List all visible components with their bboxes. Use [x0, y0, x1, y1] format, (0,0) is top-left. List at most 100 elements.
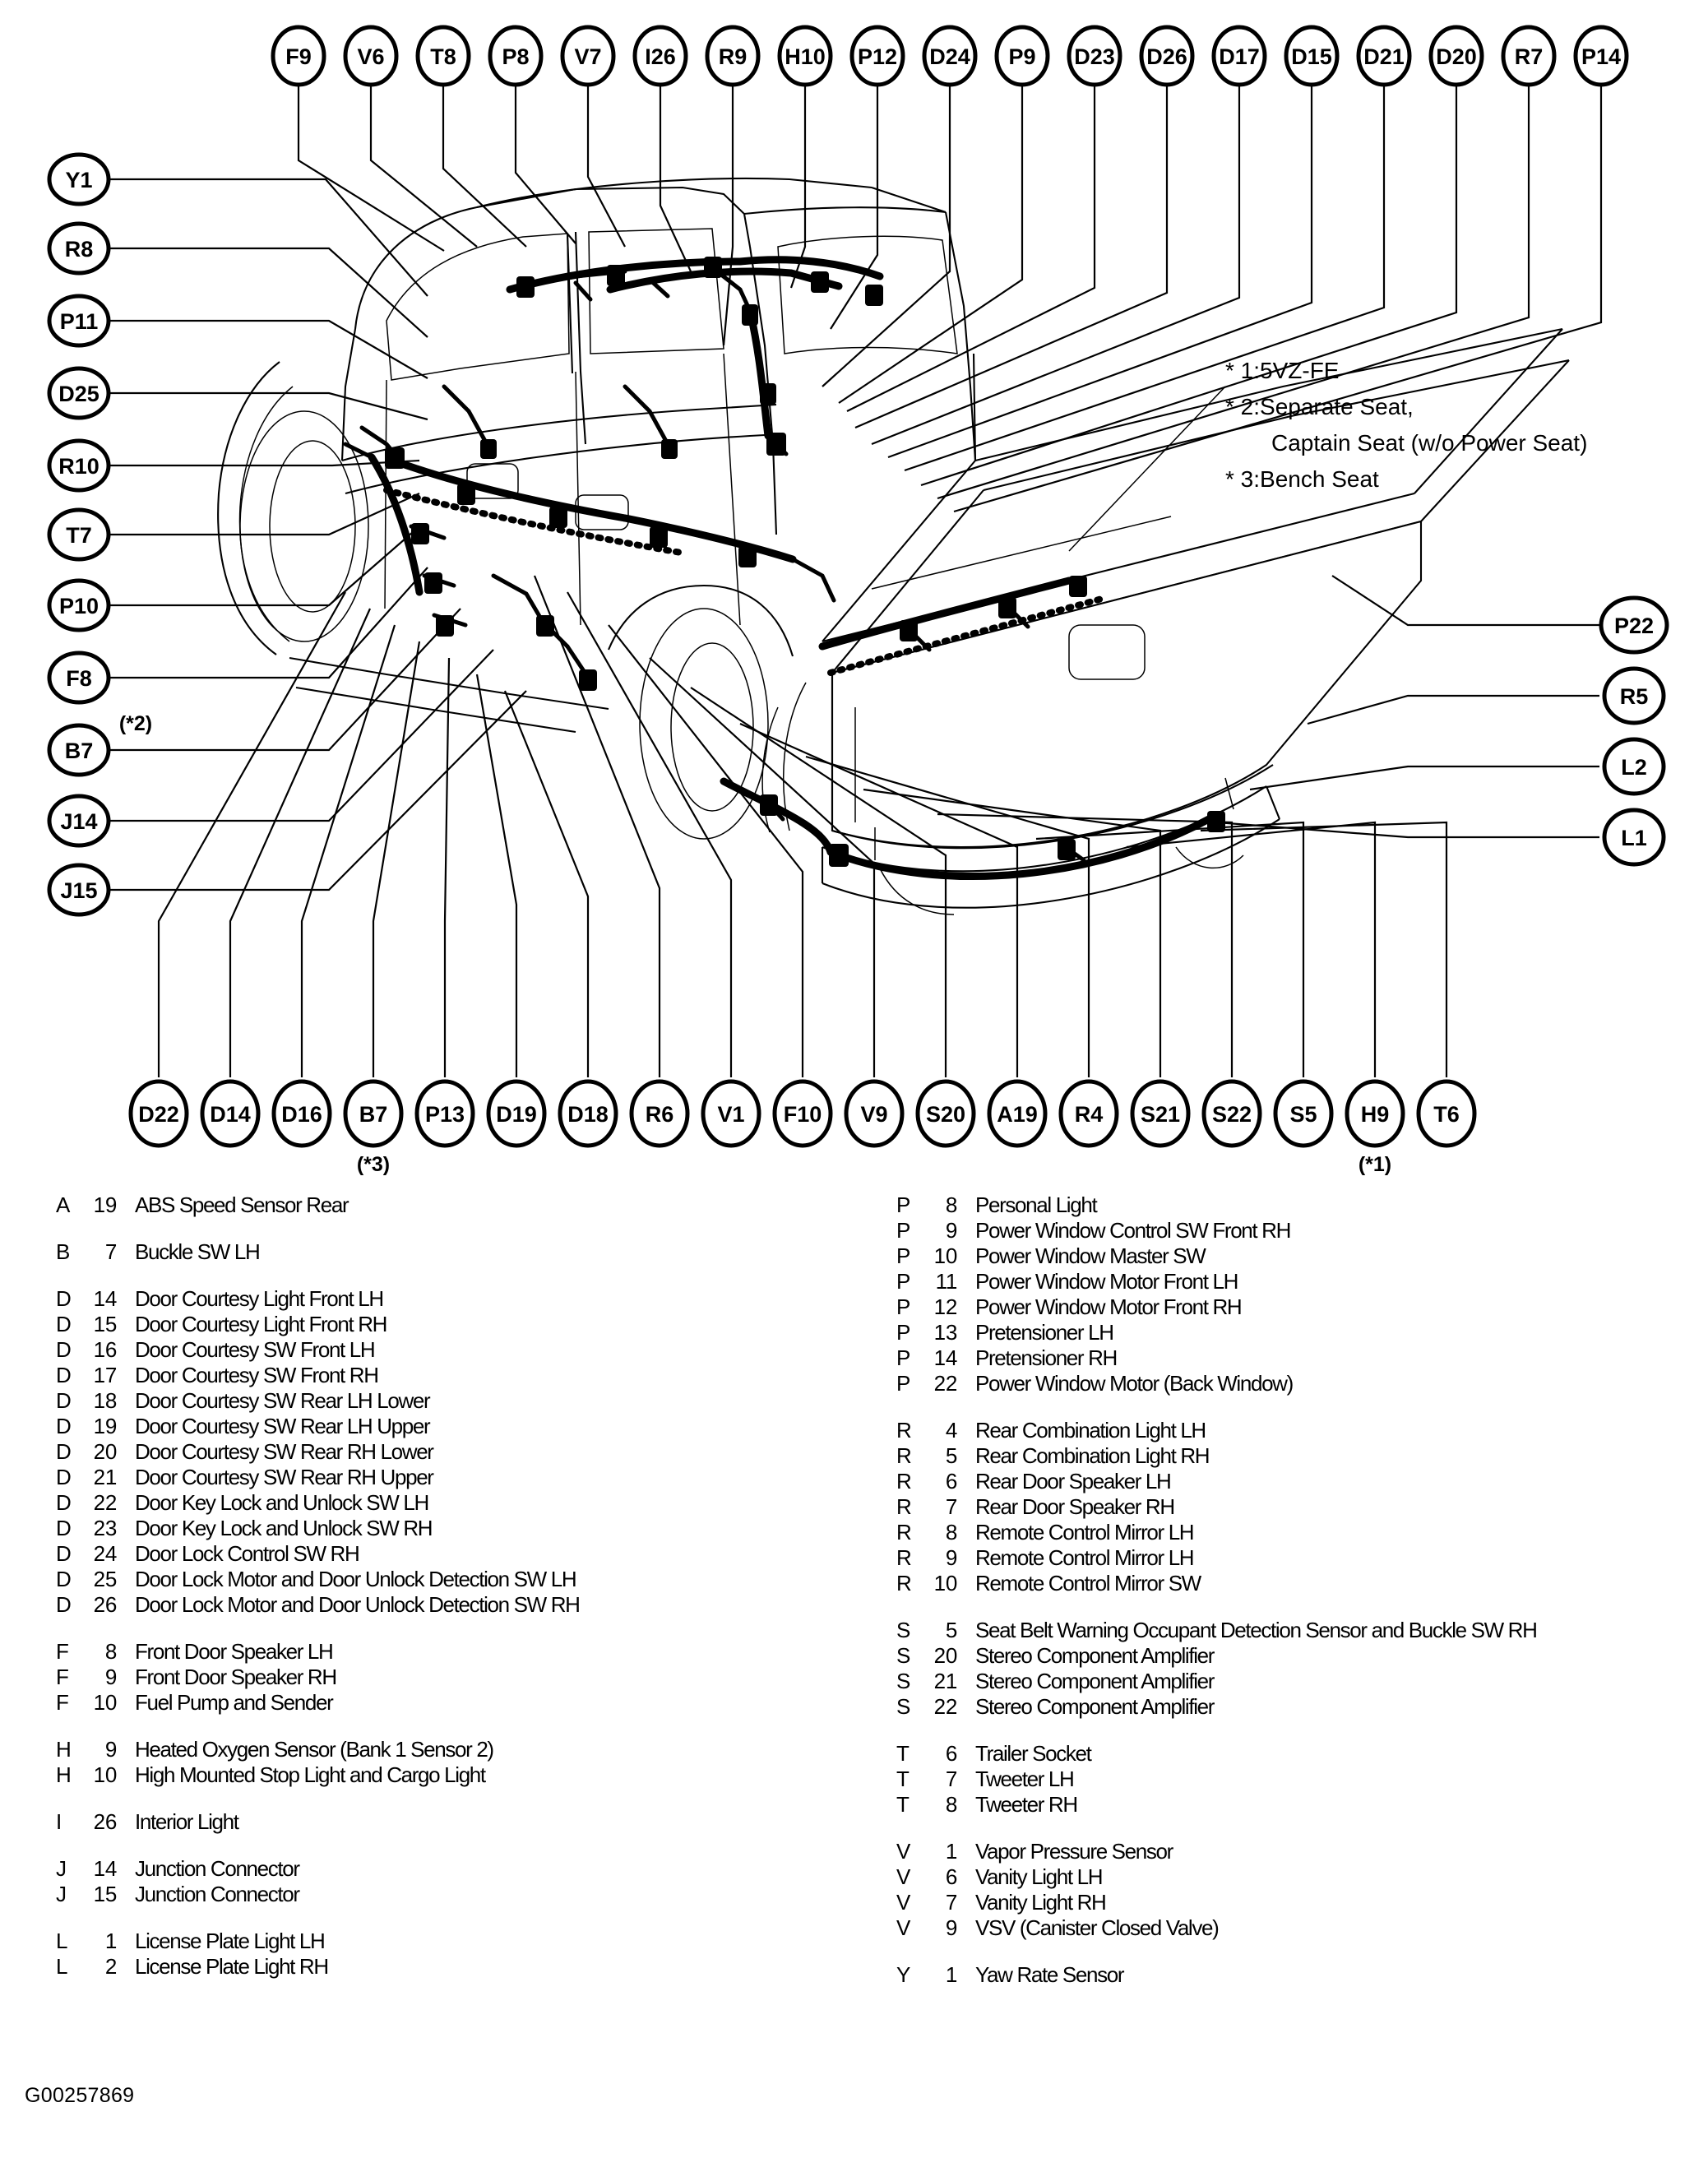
callout-bubble[interactable]: D22 [128, 1079, 189, 1148]
callout-bubble[interactable]: B7 [47, 723, 111, 777]
callout-bubble[interactable]: P11 [47, 294, 111, 348]
callout-bubble[interactable]: L2 [1602, 737, 1666, 796]
legend-description: Trailer Socket [975, 1741, 1092, 1766]
callout-bubble[interactable]: R6 [629, 1079, 690, 1148]
callout-bubble[interactable]: D15 [1284, 25, 1340, 87]
legend-item: P 12 Power Window Motor Front RH [896, 1294, 1686, 1320]
callout-id: S21 [1141, 1102, 1180, 1127]
callout-bubble[interactable]: R7 [1501, 25, 1557, 87]
callout-bubble[interactable]: H9 [1345, 1079, 1405, 1148]
legend-letter: H [56, 1737, 72, 1762]
legend-description: Buckle SW LH [135, 1239, 261, 1264]
callout-bubble[interactable]: D24 [922, 25, 978, 87]
callout-bubble[interactable]: L1 [1602, 808, 1666, 867]
legend-item: P 8 Personal Light [896, 1192, 1686, 1218]
callout-bubble[interactable]: D20 [1428, 25, 1484, 87]
callout-bubble[interactable]: R8 [47, 221, 111, 276]
legend-description: Rear Door Speaker LH [975, 1469, 1172, 1493]
legend-description: VSV (Canister Closed Valve) [975, 1915, 1220, 1940]
legend-letter: S [896, 1618, 911, 1642]
legend-group: P 8 Personal Light P 9 Power Window Cont… [896, 1192, 1686, 1396]
legend-description: Door Lock Control SW RH [135, 1541, 360, 1566]
callout-id: R6 [646, 1102, 674, 1127]
callout-bubble[interactable]: D17 [1211, 25, 1267, 87]
callout-bubble[interactable]: D18 [558, 1079, 618, 1148]
callout-bubble[interactable]: H10 [777, 25, 833, 87]
legend-description: Stereo Component Amplifier [975, 1694, 1215, 1719]
legend-letter: D [56, 1541, 72, 1566]
callout-id: F10 [784, 1102, 822, 1127]
legend-group: I 26 Interior Light [56, 1809, 845, 1835]
callout-bubble[interactable]: F10 [772, 1079, 833, 1148]
callout-bubble[interactable]: V7 [560, 25, 616, 87]
callout-bubble[interactable]: P12 [849, 25, 905, 87]
callout-bubble[interactable]: S21 [1130, 1079, 1191, 1148]
callout-id: S20 [926, 1102, 965, 1127]
note-line-3: Captain Seat (w/o Power Seat) [1271, 430, 1587, 456]
callout-bubble[interactable]: S20 [915, 1079, 976, 1148]
notes-block: * 1:5VZ-FE * 2:Separate Seat, Captain Se… [1225, 358, 1587, 492]
callout-bubble[interactable]: T6 [1416, 1079, 1477, 1148]
callout-bubble[interactable]: P13 [414, 1079, 475, 1148]
legend-item: D 17 Door Courtesy SW Front RH [56, 1363, 845, 1388]
note-line-2: * 2:Separate Seat, [1225, 394, 1414, 419]
callout-bubble[interactable]: J15 [47, 863, 111, 917]
callout-bubble[interactable]: T8 [415, 25, 471, 87]
callout-bubble[interactable]: S22 [1201, 1079, 1262, 1148]
callout-bubble[interactable]: B7 [343, 1079, 404, 1148]
legend-letter: B [56, 1239, 71, 1264]
callout-bubble[interactable]: R9 [705, 25, 761, 87]
legend-item: T 6 Trailer Socket [896, 1741, 1686, 1767]
callout-bubble[interactable]: T7 [47, 507, 111, 562]
legend-number: 6 [945, 1469, 957, 1493]
callout-bubble[interactable]: R4 [1058, 1079, 1119, 1148]
legend-item: D 20 Door Courtesy SW Rear RH Lower [56, 1439, 845, 1465]
legend-number: 6 [945, 1741, 957, 1766]
legend-number: 22 [933, 1694, 958, 1719]
legend-letter: T [896, 1741, 910, 1766]
legend-description: Stereo Component Amplifier [975, 1669, 1215, 1693]
callout-bubble[interactable]: Y1 [47, 152, 111, 206]
callout-id: L1 [1621, 826, 1647, 850]
component-legend: A 19 ABS Speed Sensor Rear B 7 Buckle SW… [0, 1192, 1708, 2097]
callout-id: P9 [1008, 44, 1035, 69]
callout-bubble[interactable]: V9 [844, 1079, 905, 1148]
callout-bubble[interactable]: P10 [47, 578, 111, 632]
legend-description: Door Key Lock and Unlock SW RH [135, 1516, 433, 1540]
callout-bubble[interactable]: D26 [1139, 25, 1195, 87]
callout-bubble[interactable]: P9 [994, 25, 1050, 87]
callout-id: P12 [858, 44, 897, 69]
callout-bubble[interactable]: D25 [47, 366, 111, 420]
callout-bubble[interactable]: D14 [200, 1079, 261, 1148]
callout-bubble[interactable]: P22 [1599, 595, 1669, 655]
legend-number: 24 [93, 1541, 118, 1566]
legend-letter: R [896, 1443, 912, 1468]
callout-id: J14 [60, 809, 97, 834]
callout-bubble[interactable]: I26 [632, 25, 688, 87]
callout-id: J15 [60, 878, 97, 903]
callout-bubble[interactable]: V1 [701, 1079, 761, 1148]
legend-number: 22 [933, 1371, 958, 1396]
callout-bubble[interactable]: V6 [343, 25, 399, 87]
legend-letter: D [56, 1363, 72, 1387]
callout-bubble[interactable]: R5 [1602, 666, 1666, 725]
callout-bubble[interactable]: A19 [987, 1079, 1048, 1148]
callout-bubble[interactable]: S5 [1273, 1079, 1334, 1148]
legend-group: Y 1 Yaw Rate Sensor [896, 1962, 1686, 1988]
callout-bubble[interactable]: P14 [1573, 25, 1629, 87]
legend-number: 8 [945, 1792, 957, 1817]
callout-bubble[interactable]: R10 [47, 438, 111, 493]
callout-bubble[interactable]: D23 [1067, 25, 1122, 87]
callout-bubble[interactable]: F9 [271, 25, 326, 87]
callout-bubble[interactable]: F8 [47, 651, 111, 705]
legend-letter: D [56, 1337, 72, 1362]
legend-item: P 10 Power Window Master SW [896, 1243, 1686, 1269]
vehicle-illustration [217, 177, 1570, 915]
callout-bubble[interactable]: D21 [1356, 25, 1412, 87]
callout-bubble[interactable]: J14 [47, 794, 111, 848]
callout-bubble[interactable]: D16 [271, 1079, 332, 1148]
legend-letter: R [896, 1520, 912, 1544]
callout-bubble[interactable]: D19 [486, 1079, 547, 1148]
legend-letter: P [896, 1320, 911, 1345]
callout-bubble[interactable]: P8 [488, 25, 544, 87]
